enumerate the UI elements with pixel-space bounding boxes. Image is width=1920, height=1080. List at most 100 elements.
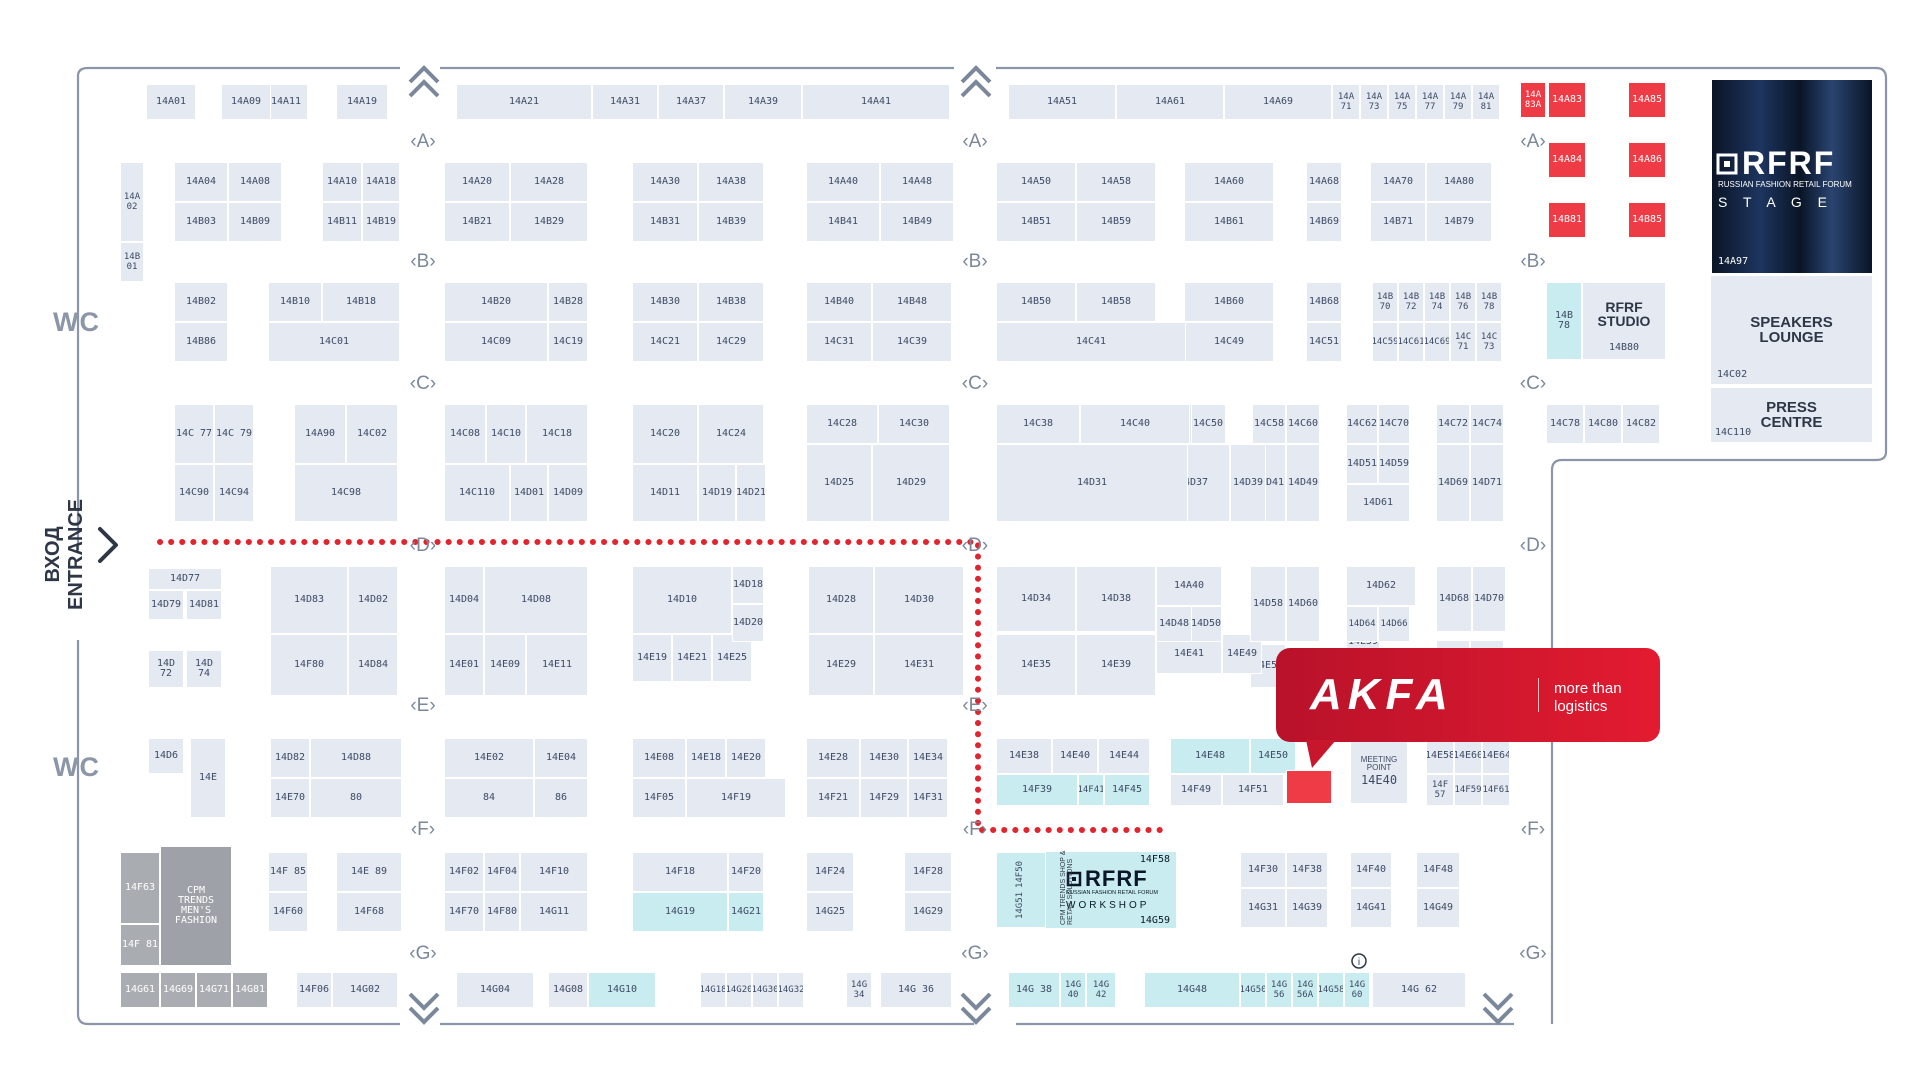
booth-14D49[interactable]: 14D49	[1286, 444, 1320, 522]
booth-14F02[interactable]: 14F02	[444, 852, 484, 892]
booth-80[interactable]: 80	[310, 778, 402, 818]
booth-14B28[interactable]: 14B28	[548, 282, 588, 322]
booth-14F60[interactable]: 14F60	[268, 892, 308, 932]
booth-14G81[interactable]: 14G81	[232, 972, 268, 1008]
booth-14A09[interactable]: 14A09	[221, 84, 271, 120]
booth-14C08[interactable]: 14C08	[444, 404, 486, 464]
booth-14C58[interactable]: 14C58	[1252, 404, 1286, 444]
booth-86[interactable]: 86	[534, 778, 588, 818]
booth-14F80[interactable]: 14F80	[484, 892, 520, 932]
booth-14E29[interactable]: 14E29	[808, 634, 874, 696]
booth-14D25[interactable]: 14D25	[806, 444, 872, 522]
booth-14C74[interactable]: 14C74	[1470, 404, 1504, 444]
booth-14B20[interactable]: 14B20	[444, 282, 548, 322]
booth-14A40[interactable]: 14A40	[1156, 566, 1222, 606]
booth-14D71[interactable]: 14D71	[1470, 444, 1504, 522]
booth-14D72[interactable]: 14D 72	[148, 650, 184, 688]
booth-14B09[interactable]: 14B09	[228, 202, 282, 242]
booth-14D20[interactable]: 14D20	[732, 604, 764, 642]
booth-14E04[interactable]: 14E04	[534, 738, 588, 778]
booth-14G69[interactable]: 14G69	[160, 972, 196, 1008]
booth-14G32[interactable]: 14G32	[778, 972, 804, 1008]
booth-14D77[interactable]: 14D77	[148, 568, 222, 590]
booth-14G25[interactable]: 14G25	[806, 892, 854, 932]
akfa-callout[interactable]: AKFA more than logistics	[1276, 648, 1660, 742]
booth-14F21[interactable]: 14F21	[806, 778, 860, 818]
booth-14C69[interactable]: 14C69	[1424, 322, 1450, 362]
booth-14B60[interactable]: 14B60	[1184, 282, 1274, 322]
booth-14A83[interactable]: 14A83	[1548, 82, 1586, 118]
booth-14F85[interactable]: 14F 85	[268, 852, 308, 892]
booth-14D74[interactable]: 14D 74	[186, 650, 222, 688]
booth-14C78[interactable]: 14C78	[1546, 404, 1584, 444]
booth-14C51[interactable]: 14C51	[1306, 322, 1342, 362]
booth-14G04[interactable]: 14G04	[456, 972, 534, 1008]
speakers-lounge[interactable]: SPEAKERS LOUNGE 14C02	[1710, 275, 1873, 385]
booth-14D18[interactable]: 14D18	[732, 566, 764, 604]
akfa-booth-highlight[interactable]	[1286, 770, 1332, 804]
booth-14C02[interactable]: 14C02	[346, 404, 398, 464]
booth-14D38[interactable]: 14D38	[1076, 566, 1156, 632]
booth-14E34[interactable]: 14E34	[908, 738, 948, 778]
booth-14B11[interactable]: 14B11	[322, 202, 362, 242]
booth-14A11[interactable]: 14A11	[264, 84, 308, 120]
booth-14F50-14G51[interactable]: 14F50 14G51	[996, 852, 1046, 928]
booth-14F45[interactable]: 14F45	[1104, 774, 1150, 806]
booth-14F38[interactable]: 14F38	[1286, 852, 1328, 888]
booth-14A58[interactable]: 14A58	[1076, 162, 1156, 202]
booth-14D34[interactable]: 14D34	[996, 566, 1076, 632]
booth-14C70[interactable]: 14C70	[1378, 404, 1410, 444]
booth-14B19[interactable]: 14B19	[362, 202, 400, 242]
booth-14E20[interactable]: 14E20	[726, 738, 766, 778]
booth-14C20[interactable]: 14C20	[632, 404, 698, 464]
booth-14B79[interactable]: 14B79	[1426, 202, 1492, 242]
booth-14F81[interactable]: 14F 81	[120, 924, 160, 966]
booth-14G19[interactable]: 14G19	[632, 892, 728, 932]
booth-14G11[interactable]: 14G11	[520, 892, 588, 932]
booth-14B85[interactable]: 14B85	[1628, 202, 1666, 238]
booth-14D19[interactable]: 14D19	[698, 464, 736, 522]
booth-14G41[interactable]: 14G41	[1350, 888, 1392, 928]
booth-14C21[interactable]: 14C21	[632, 322, 698, 362]
booth-14A50[interactable]: 14A50	[996, 162, 1076, 202]
booth-14A21[interactable]: 14A21	[456, 84, 592, 120]
booth-14B68[interactable]: 14B68	[1306, 282, 1342, 322]
booth-14E18[interactable]: 14E18	[686, 738, 726, 778]
booth-14A41[interactable]: 14A41	[802, 84, 950, 120]
booth-14C01[interactable]: 14C01	[268, 322, 400, 362]
booth-14B81[interactable]: 14B81	[1548, 202, 1586, 238]
booth-14C40[interactable]: 14C40	[1080, 404, 1190, 444]
booth-14D62[interactable]: 14D62	[1346, 566, 1416, 606]
booth-14D02[interactable]: 14D02	[348, 566, 398, 634]
booth-14C72[interactable]: 14C72	[1436, 404, 1470, 444]
booth-14D60[interactable]: 14D60	[1286, 566, 1320, 642]
booth-14G08[interactable]: 14G08	[548, 972, 588, 1008]
booth-14B71[interactable]: 14B71	[1370, 202, 1426, 242]
booth-14G38[interactable]: 14G 38	[1008, 972, 1060, 1008]
booth-14D30[interactable]: 14D30	[874, 566, 964, 634]
booth-14A08[interactable]: 14A08	[228, 162, 282, 202]
meeting-point[interactable]: MEETING POINT 14E40	[1350, 738, 1408, 804]
booth-14E28[interactable]: 14E28	[806, 738, 860, 778]
booth-14D6[interactable]: 14D6	[148, 738, 184, 774]
booth-14D66[interactable]: 14D66	[1378, 606, 1410, 642]
booth-14D48[interactable]: 14D48	[1156, 606, 1192, 642]
booth-14E35[interactable]: 14E35	[996, 634, 1076, 696]
booth-14F29[interactable]: 14F29	[860, 778, 908, 818]
booth-14E11[interactable]: 14E11	[526, 634, 588, 696]
booth-14A84[interactable]: 14A84	[1548, 142, 1586, 178]
cpm-trends-mens-fashion[interactable]: CPM TRENDS MEN'S FASHION	[160, 846, 232, 966]
booth-14A70[interactable]: 14A70	[1370, 162, 1426, 202]
booth-14E58[interactable]: 14E58	[1426, 738, 1454, 774]
booth-14E40[interactable]: 14E40	[1052, 738, 1098, 774]
booth-14A40[interactable]: 14A40	[806, 162, 880, 202]
booth-14C98[interactable]: 14C98	[294, 464, 398, 522]
booth-14F70[interactable]: 14F70	[444, 892, 484, 932]
booth-14G18[interactable]: 14G18	[700, 972, 726, 1008]
